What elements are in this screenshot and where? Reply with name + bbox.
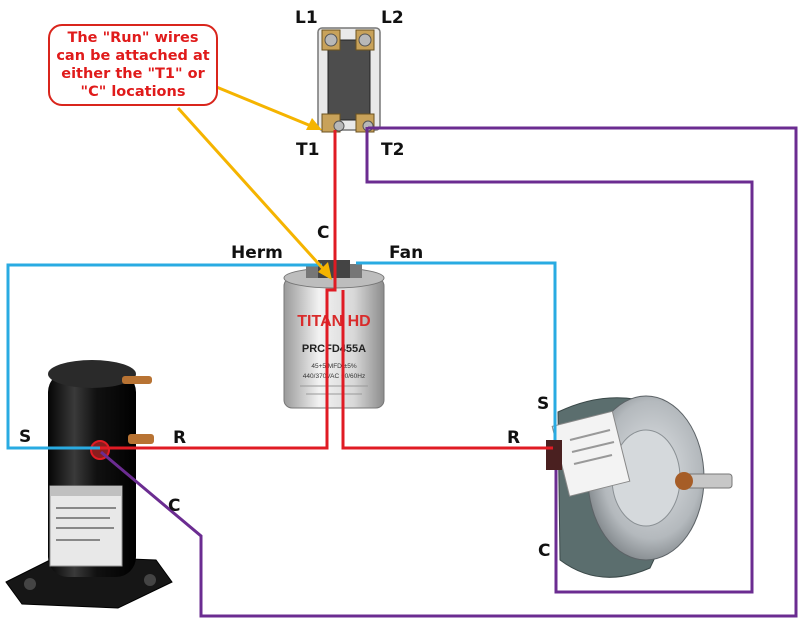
fan-start-wire: [356, 261, 557, 440]
label-compressor-r: R: [173, 428, 186, 448]
callout-text: The "Run" wires can be attached at eithe…: [56, 30, 210, 100]
label-l2: L2: [381, 8, 404, 28]
label-capacitor-c: C: [317, 223, 329, 243]
label-compressor-s: S: [19, 427, 31, 447]
compressor: [5, 360, 173, 609]
callout-arrows: [176, 84, 332, 280]
fan-motor: [546, 395, 733, 578]
capacitor: TITAN HD PRCFD455A 45+5 MFD ±5% 440/370V…: [283, 260, 385, 409]
contactor: [317, 27, 381, 133]
fan-common-wire: [365, 127, 754, 594]
fan-run-wire: [341, 290, 553, 450]
callout-box: The "Run" wires can be attached at eithe…: [48, 24, 218, 106]
label-fan: Fan: [389, 243, 423, 263]
capacitor-rating-1: 45+5 MFD ±5%: [311, 363, 357, 370]
label-t2: T2: [381, 140, 404, 160]
capacitor-rating-2: 440/370VAC 50/60Hz: [303, 373, 365, 380]
compressor-start-wire: [6, 263, 322, 450]
label-fan-c: C: [538, 541, 550, 561]
label-fan-s: S: [537, 394, 549, 414]
compressor-run-wire: [100, 130, 337, 450]
label-herm: Herm: [231, 243, 283, 263]
label-fan-r: R: [507, 428, 520, 448]
label-l1: L1: [295, 8, 318, 28]
label-t1: T1: [296, 140, 319, 160]
compressor-common-wire: [100, 126, 798, 618]
capacitor-model: PRCFD455A: [302, 343, 366, 355]
capacitor-brand: TITAN HD: [297, 313, 370, 330]
label-compressor-c: C: [168, 496, 180, 516]
